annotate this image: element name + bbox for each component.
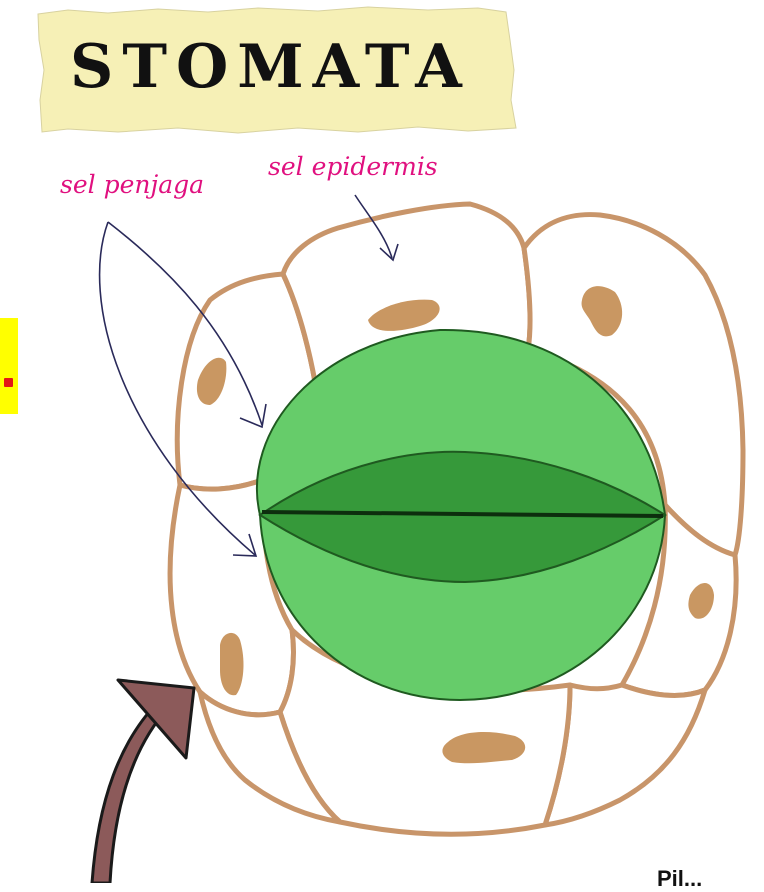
label-epidermis-cell: sel epidermis xyxy=(268,152,438,181)
corner-text-fragment: Pil... xyxy=(657,866,702,892)
label-guard-cell: sel penjaga xyxy=(60,170,204,199)
nucleus-lower-left xyxy=(220,633,243,695)
big-arrow-shaft xyxy=(92,700,168,883)
big-brown-arrow xyxy=(92,680,194,883)
